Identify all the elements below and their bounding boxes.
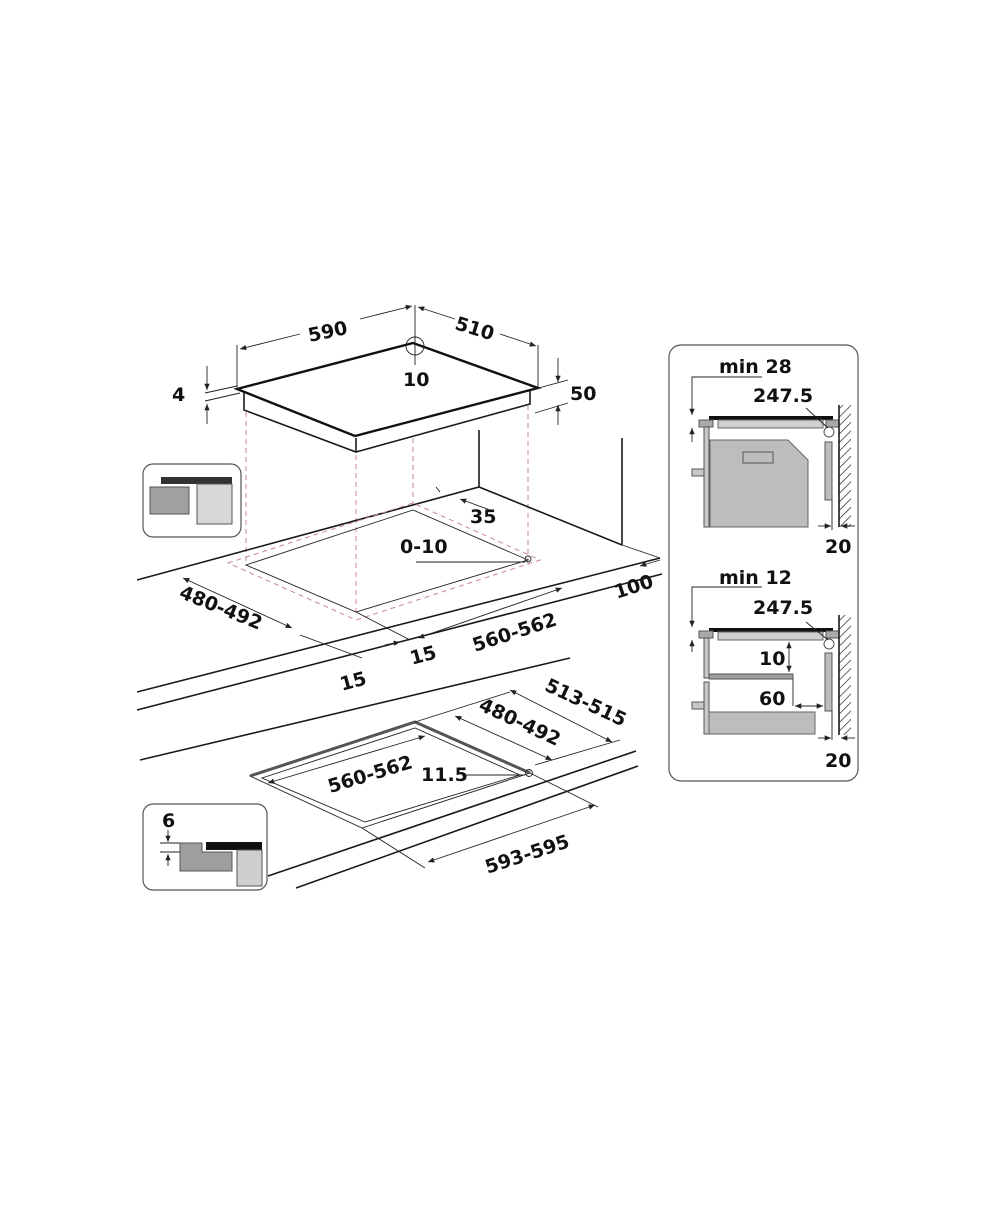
oven-installation-section	[689, 376, 855, 530]
oven-distance-label: 247.5	[753, 385, 813, 407]
outer-depth-label: 513-515	[541, 674, 629, 731]
inner-depth-label: 480-492	[476, 694, 564, 751]
inner-width-label: 560-562	[325, 751, 415, 798]
hob-height-label: 50	[570, 383, 596, 405]
front-clearance-label: 35	[470, 506, 496, 528]
hob-glass-top	[233, 341, 543, 438]
drawer-vent-gap-label: 60	[759, 688, 785, 710]
oven-min-clearance-label: min 28	[719, 356, 792, 378]
hob-corner-radius-label: 10	[403, 369, 429, 391]
side-clearance-left-label: 15	[338, 668, 369, 696]
glass-thickness-label: 4	[172, 384, 185, 406]
cutout-depth-label: 480-492	[176, 581, 265, 634]
rear-distance-label: 100	[612, 570, 657, 603]
drawer-panel-gap-label: 10	[759, 648, 785, 670]
drawer-min-clearance-label: min 12	[719, 567, 792, 589]
hob-depth-label: 510	[452, 313, 496, 346]
oven-wall-gap-label: 20	[825, 536, 851, 558]
outer-width-label: 593-595	[482, 831, 572, 879]
hob-drawing	[204, 304, 569, 612]
worktop-flush	[136, 430, 663, 711]
drawer-distance-label: 247.5	[753, 597, 813, 619]
flush-mount-inset	[142, 463, 242, 538]
tolerance-label: 0-10	[400, 536, 448, 558]
rebate-corner-radius-label: 11.5	[421, 764, 468, 786]
drawer-wall-gap-label: 20	[825, 750, 851, 772]
cutout-width-label: 560-562	[470, 609, 560, 657]
rebate-depth-label: 6	[162, 810, 175, 832]
worktop-rebate	[139, 657, 639, 889]
side-clearance-right-label: 15	[408, 642, 439, 670]
rebate-mount-inset	[142, 803, 268, 891]
hob-width-label: 590	[306, 317, 349, 347]
drawer-installation-section	[689, 586, 855, 741]
